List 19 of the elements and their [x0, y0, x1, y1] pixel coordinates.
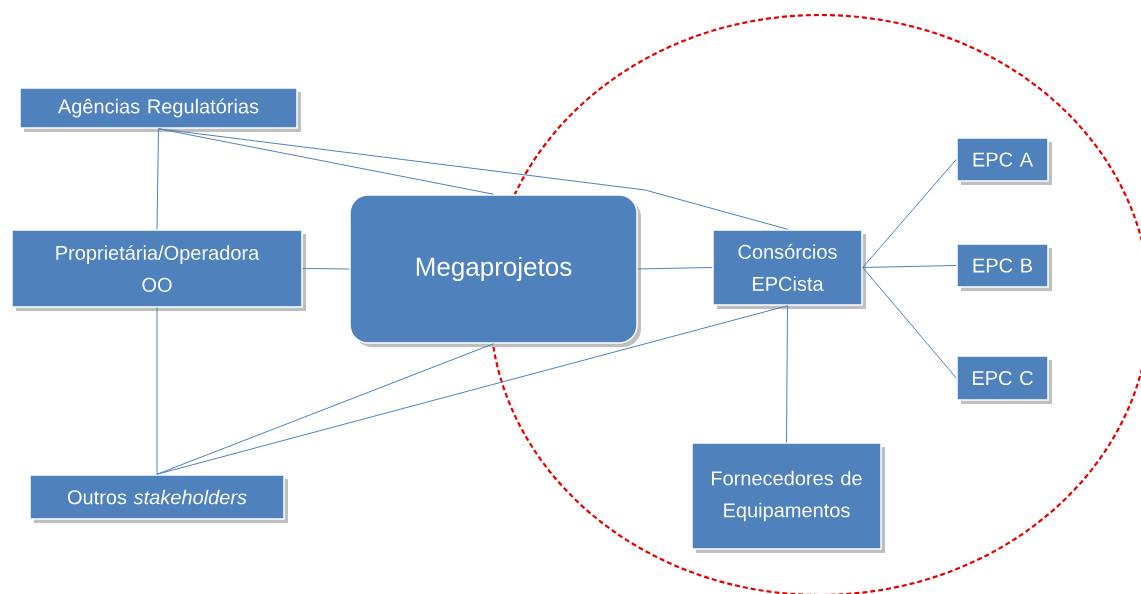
connector-line [862, 265, 957, 268]
text-box: Fornecedores de Equipamentos [691, 442, 885, 553]
text-box: EPC A [956, 137, 1052, 185]
text-box: Outros stakeholders [29, 474, 288, 523]
connector-line [302, 268, 350, 270]
connector-line [156, 307, 158, 475]
connector-line [862, 159, 957, 268]
text-box: EPC B [956, 243, 1052, 291]
text-box: Consórcios EPCista [712, 229, 866, 309]
text-box: EPC C [956, 355, 1052, 404]
connector-line [156, 128, 159, 230]
connector-line [158, 128, 788, 230]
text-box: Proprietária/Operadora OO [11, 229, 306, 311]
rounded-box: Megaprojetos [349, 194, 641, 347]
connector-line [786, 305, 788, 443]
connector-line [156, 305, 788, 475]
connector-line [862, 267, 957, 379]
text-box: Agências Regulatórias [19, 87, 301, 132]
connector-line [637, 267, 713, 270]
